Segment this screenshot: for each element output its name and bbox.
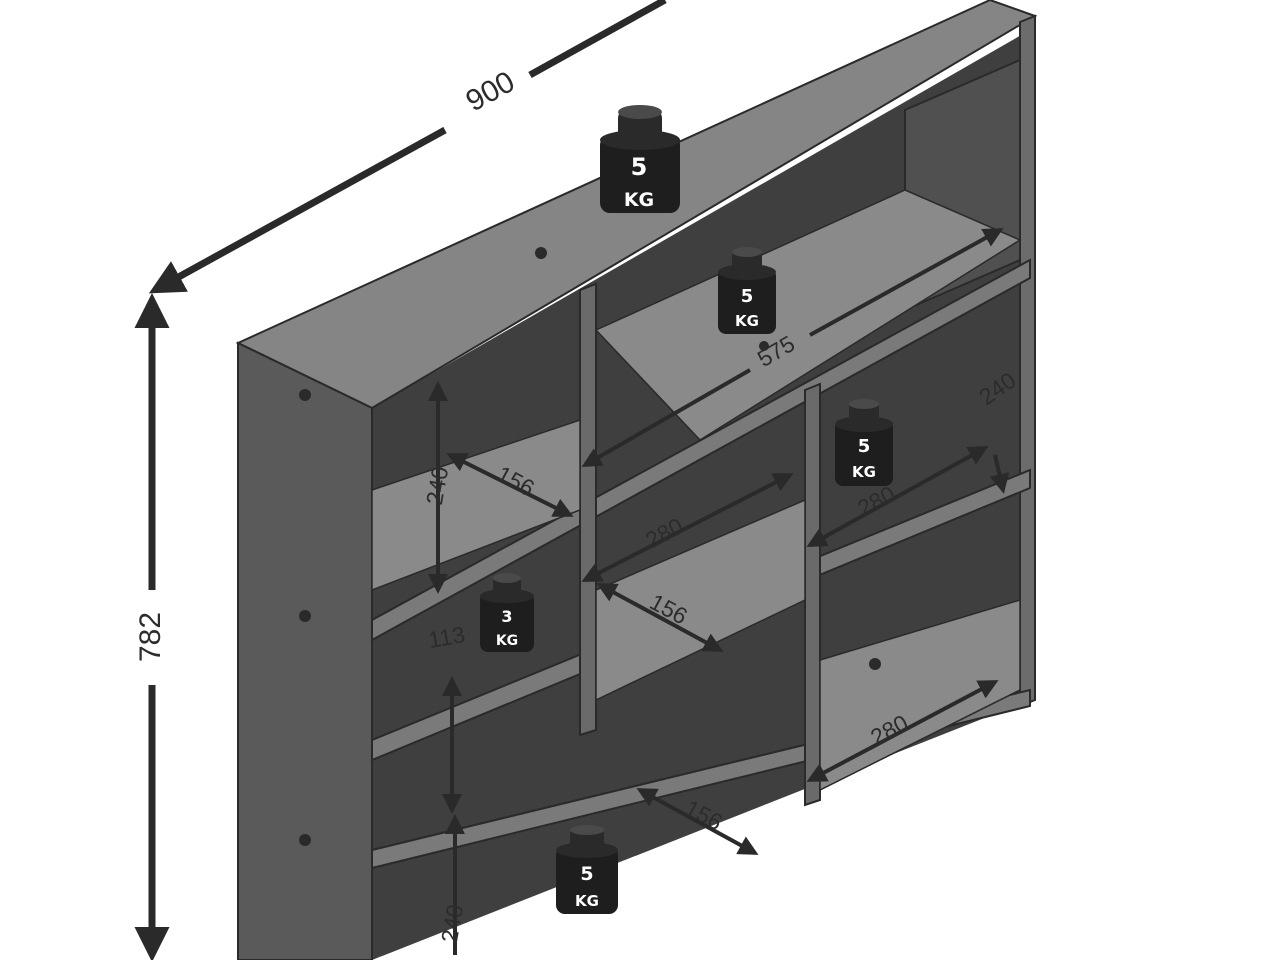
width-arrow <box>581 473 794 582</box>
middle-left-height-label: 113 <box>426 621 467 653</box>
compartment-floor <box>594 189 1022 441</box>
depth-arrow <box>809 228 1004 337</box>
screw-hole <box>535 247 547 259</box>
screw-hole <box>299 834 311 846</box>
weight-bottom-unit: KG <box>575 892 599 910</box>
height-label: 782 <box>134 612 167 662</box>
weight-middle-left-unit: KG <box>496 633 518 649</box>
weight-top: 5 KG <box>600 105 680 213</box>
width-arrow <box>806 680 999 782</box>
weight-upper-center: 5 KG <box>718 247 776 334</box>
width-arrow <box>148 126 447 294</box>
screw-hole <box>869 658 881 670</box>
height-arrow <box>989 454 1010 494</box>
weight-upper-center-unit: KG <box>735 312 759 330</box>
weight-middle-left-amount: 3 <box>501 607 512 626</box>
weight-right: 5 KG <box>835 399 893 486</box>
width-arrow <box>528 0 667 79</box>
screw-hole <box>759 341 769 351</box>
width-arrow <box>806 446 989 547</box>
bottom-left-height-label: 240 <box>436 902 468 944</box>
screw-hole <box>299 389 311 401</box>
weight-upper-center-amount: 5 <box>741 286 754 307</box>
screw-hole <box>299 610 311 622</box>
weight-right-amount: 5 <box>858 436 871 457</box>
weight-bottom-amount: 5 <box>580 863 593 885</box>
right-side-panel <box>1019 14 1036 708</box>
width-arrow <box>446 453 574 517</box>
weight-top-unit: KG <box>624 189 654 211</box>
width-arrow <box>636 788 759 855</box>
weight-bottom: 5 KG <box>556 825 618 914</box>
left-side-panel <box>237 341 373 960</box>
width-arrow <box>596 583 724 652</box>
weight-right-unit: KG <box>852 463 876 481</box>
weight-middle-left: 3 KG <box>480 573 534 652</box>
shelf-1 <box>371 258 1031 642</box>
divider-1 <box>579 282 597 737</box>
depth-arrow <box>581 368 751 467</box>
divider-2 <box>804 382 821 807</box>
weight-top-amount: 5 <box>631 153 648 181</box>
width-label: 900 <box>461 65 521 118</box>
